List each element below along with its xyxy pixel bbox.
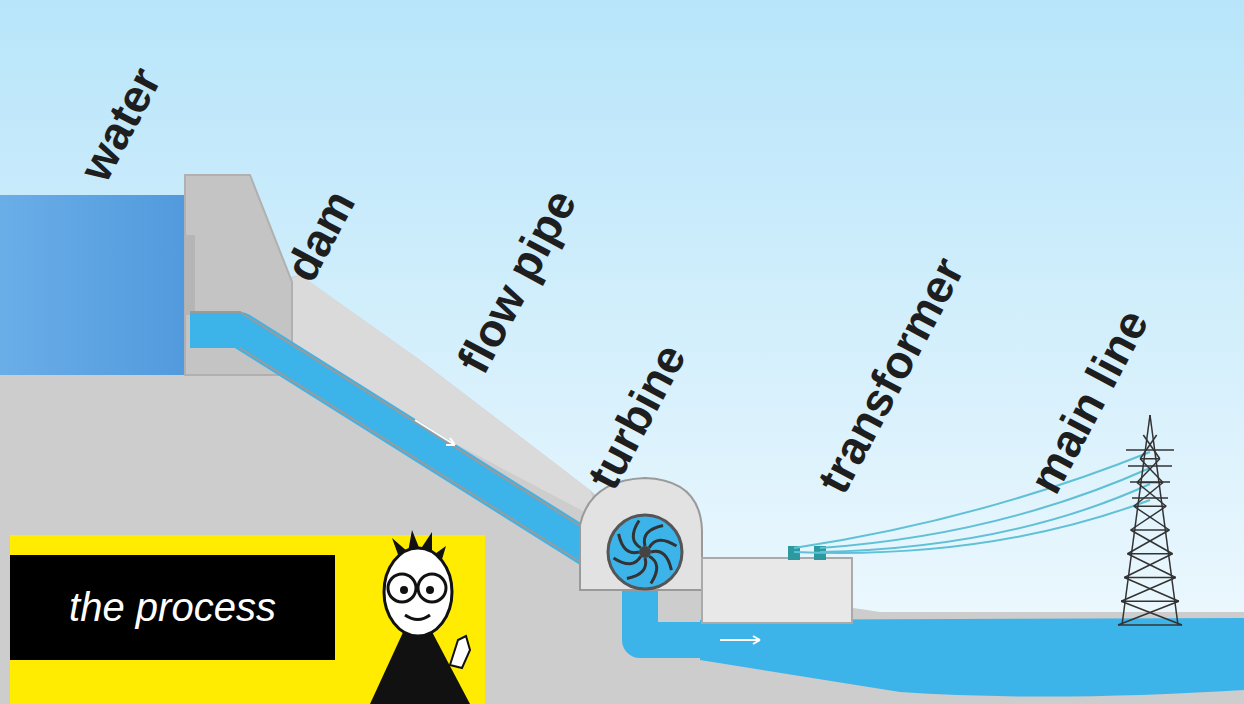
dam-gate	[185, 235, 195, 315]
power-wire	[794, 500, 1150, 553]
flow-arrow	[446, 438, 455, 445]
transformer-box	[702, 558, 852, 623]
pylon-strut	[1140, 459, 1163, 483]
flow-arrow	[753, 636, 760, 644]
pylon-strut	[1118, 601, 1179, 625]
flow-pipe	[190, 330, 640, 550]
title-text: the process	[69, 585, 276, 630]
title-panel	[10, 535, 485, 704]
part-label: turbine	[579, 337, 693, 496]
pylon-strut	[1140, 458, 1160, 460]
turbine-blades	[614, 521, 677, 584]
pipe-edge	[190, 312, 590, 532]
pylon-strut	[1130, 481, 1170, 483]
pylon-strut	[1121, 601, 1179, 603]
turbine-wheel	[608, 515, 682, 589]
pylon-strut	[1121, 578, 1176, 602]
pylon-strut	[1128, 554, 1176, 578]
pylon-strut	[1118, 624, 1182, 626]
turbine-blade	[649, 540, 676, 547]
part-label: dam	[277, 183, 362, 288]
flow-arrow	[720, 639, 760, 641]
turbine-blade	[614, 556, 641, 563]
pylon-strut	[1137, 459, 1160, 483]
pylon-strut	[1126, 449, 1174, 451]
pylon-strut	[1124, 554, 1172, 578]
part-label: transformer	[809, 250, 971, 500]
pylon-strut	[1137, 483, 1166, 507]
turbine-blade	[649, 556, 656, 583]
title-box: the process	[10, 555, 335, 660]
cartoon-figure	[370, 530, 470, 704]
river	[700, 618, 1244, 697]
pylon-strut	[1124, 577, 1175, 579]
pylon-strut	[1124, 578, 1179, 602]
pylon-strut	[1131, 530, 1173, 554]
reservoir	[0, 195, 205, 375]
pylon-strut	[1132, 497, 1168, 499]
pylon-strut	[1134, 483, 1163, 507]
pylon-strut	[1140, 435, 1157, 459]
pylon-strut	[1143, 435, 1160, 459]
pylon-strut	[1137, 482, 1163, 484]
pylon-strut	[1131, 506, 1167, 530]
pylon-strut	[1134, 506, 1166, 508]
pylon-strut	[1128, 553, 1173, 555]
part-label: main line	[1021, 302, 1155, 500]
hill-slope	[240, 275, 600, 520]
turbine-housing	[580, 478, 702, 590]
pylon-strut	[1134, 506, 1170, 530]
turbine-hub	[639, 546, 651, 558]
pylon-strut	[1128, 530, 1170, 554]
turbine-blade	[633, 521, 640, 548]
part-label: water	[71, 60, 168, 188]
pylon	[1118, 415, 1182, 625]
pylon-strut	[1131, 529, 1170, 531]
part-label: flow pipe	[449, 182, 583, 380]
pylon-strut	[1128, 465, 1172, 467]
pylon-strut	[1121, 601, 1182, 625]
flow-arrow	[415, 420, 455, 445]
